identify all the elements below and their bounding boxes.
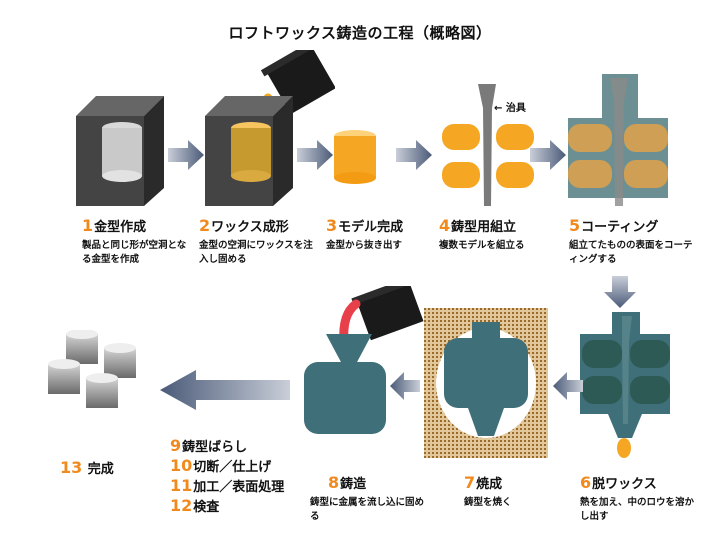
arrow-6-7 bbox=[553, 372, 583, 400]
step-7-label: 7焼成 bbox=[464, 473, 503, 492]
step-13-finished-illustration bbox=[40, 330, 150, 430]
step-8-desc: 鋳型に金属を流し込に固める bbox=[310, 497, 425, 522]
arrow-2-3 bbox=[297, 140, 333, 170]
step-6-desc: 熱を加え、中のロウを溶かし出す bbox=[580, 497, 695, 522]
step-4-assembly-illustration bbox=[440, 78, 550, 210]
step-5-coating-illustration bbox=[566, 72, 676, 210]
step-8-casting-illustration bbox=[300, 286, 430, 446]
step-6-label: 6脱ワックス bbox=[580, 473, 657, 492]
arrow-3-4 bbox=[396, 140, 432, 170]
step-9-label: 9鋳型ばらし bbox=[170, 436, 248, 455]
step-11-label: 11加工／表面処理 bbox=[170, 476, 285, 495]
arrow-1-2 bbox=[168, 140, 204, 170]
step-5-label: 5コーティング bbox=[569, 216, 659, 235]
step-8-label: 8鋳造 bbox=[328, 473, 367, 492]
step-3-wax-model-illustration bbox=[330, 130, 380, 192]
step-3-desc: 金型から抜き出す bbox=[326, 240, 403, 251]
jig-label: ← 治具 bbox=[494, 103, 526, 114]
diagram-title: ロフトワックス鋳造の工程（概略図） bbox=[228, 24, 492, 42]
step-1-desc: 製品と同じ形が空洞となる金型を作成 bbox=[82, 240, 187, 265]
step-1-label: 1金型作成 bbox=[82, 216, 147, 235]
step-13-label: 13 完成 bbox=[60, 458, 114, 477]
step-7-firing-illustration bbox=[424, 308, 548, 458]
step-1-mold-illustration bbox=[76, 96, 166, 206]
arrow-7-8 bbox=[390, 372, 420, 400]
step-2-wax-injection-illustration bbox=[205, 50, 335, 208]
arrow-8-13 bbox=[160, 370, 290, 410]
step-3-label: 3モデル完成 bbox=[326, 216, 404, 235]
step-2-label: 2ワックス成形 bbox=[199, 216, 289, 235]
step-5-desc: 組立てたものの表面をコーティングする bbox=[569, 240, 693, 265]
step-4-desc: 複数モデルを組立る bbox=[439, 240, 525, 251]
step-7-desc: 鋳型を焼く bbox=[464, 497, 512, 508]
arrow-4-5 bbox=[530, 140, 566, 170]
step-12-label: 12検査 bbox=[170, 496, 220, 515]
arrow-5-6 bbox=[604, 276, 636, 308]
step-6-dewax-illustration bbox=[578, 312, 678, 462]
step-10-label: 10切断／仕上げ bbox=[170, 456, 272, 475]
step-2-desc: 金型の空洞にワックスを注入し固める bbox=[199, 240, 313, 265]
step-4-label: 4鋳型用組立 bbox=[439, 216, 517, 235]
